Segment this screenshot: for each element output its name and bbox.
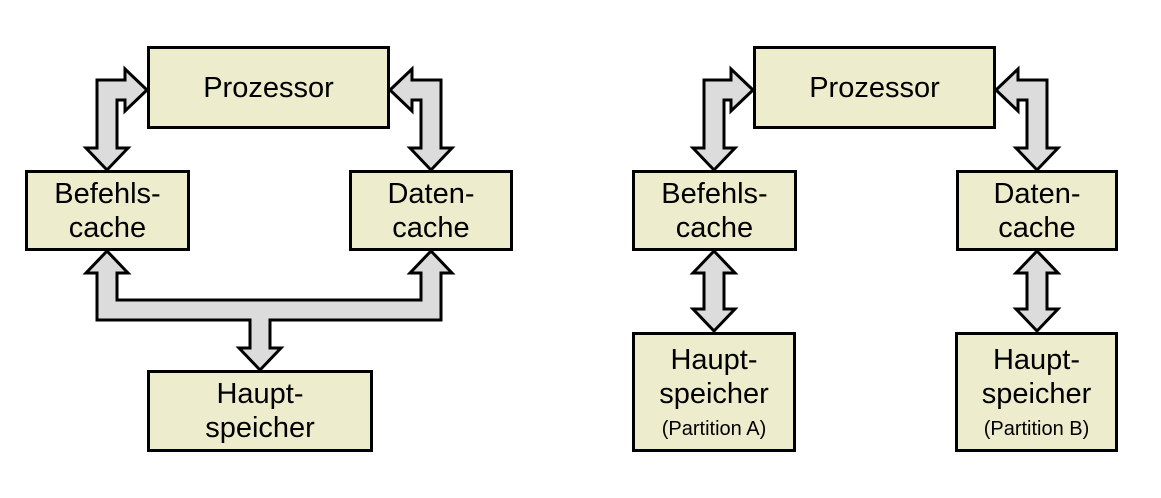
right-hauptspeicher-b-label-line2: speicher: [981, 378, 1092, 410]
left-datencache-box: Daten- cache: [349, 170, 513, 251]
arrow-right-prozessor-befehlscache: [689, 65, 756, 173]
right-befehlscache-label-line1: Befehls-: [661, 177, 768, 210]
right-datencache-box: Daten- cache: [956, 170, 1118, 251]
right-hauptspeicher-b-label-line1: Haupt-: [992, 344, 1081, 376]
left-befehlscache-box: Befehls- cache: [25, 170, 190, 251]
right-hauptspeicher-a-label-line2: speicher: [659, 378, 769, 410]
left-hauptspeicher-box: Haupt- speicher: [147, 370, 373, 452]
left-datencache-label-line1: Daten-: [387, 177, 475, 210]
right-hauptspeicher-a-box: Haupt- speicher (Partition A): [632, 332, 796, 452]
right-befehlscache-box: Befehls- cache: [632, 170, 797, 251]
left-hauptspeicher-label-line1: Haupt-: [216, 378, 304, 410]
arrow-right-prozessor-datencache: [993, 65, 1062, 173]
left-datencache-label-line2: cache: [392, 211, 470, 244]
arrow-left-prozessor-befehlscache: [82, 65, 150, 173]
right-hauptspeicher-b-partition-label: (Partition B): [983, 418, 1090, 440]
arrow-right-datencache-hauptspeicher-b: [1012, 248, 1062, 334]
arrow-left-prozessor-datencache: [387, 65, 456, 173]
left-hauptspeicher-label-line2: speicher: [205, 412, 315, 444]
right-datencache-label-line1: Daten-: [993, 177, 1081, 210]
right-befehlscache-label-line2: cache: [675, 211, 754, 244]
left-befehlscache-label-line1: Befehls-: [54, 177, 161, 210]
arrow-left-caches-hauptspeicher-fork: [82, 248, 456, 373]
right-datencache-label-line2: cache: [998, 211, 1076, 244]
left-prozessor-label: Prozessor: [203, 71, 334, 104]
right-prozessor-label: Prozessor: [809, 71, 940, 104]
right-hauptspeicher-b-box: Haupt- speicher (Partition B): [955, 332, 1118, 452]
right-hauptspeicher-a-partition-label: (Partition A): [661, 418, 767, 440]
left-prozessor-box: Prozessor: [147, 46, 390, 129]
right-hauptspeicher-a-label-line1: Haupt-: [670, 344, 758, 376]
arrow-right-befehlscache-hauptspeicher-a: [689, 248, 739, 334]
left-befehlscache-label-line2: cache: [68, 211, 147, 244]
right-prozessor-box: Prozessor: [753, 46, 996, 129]
